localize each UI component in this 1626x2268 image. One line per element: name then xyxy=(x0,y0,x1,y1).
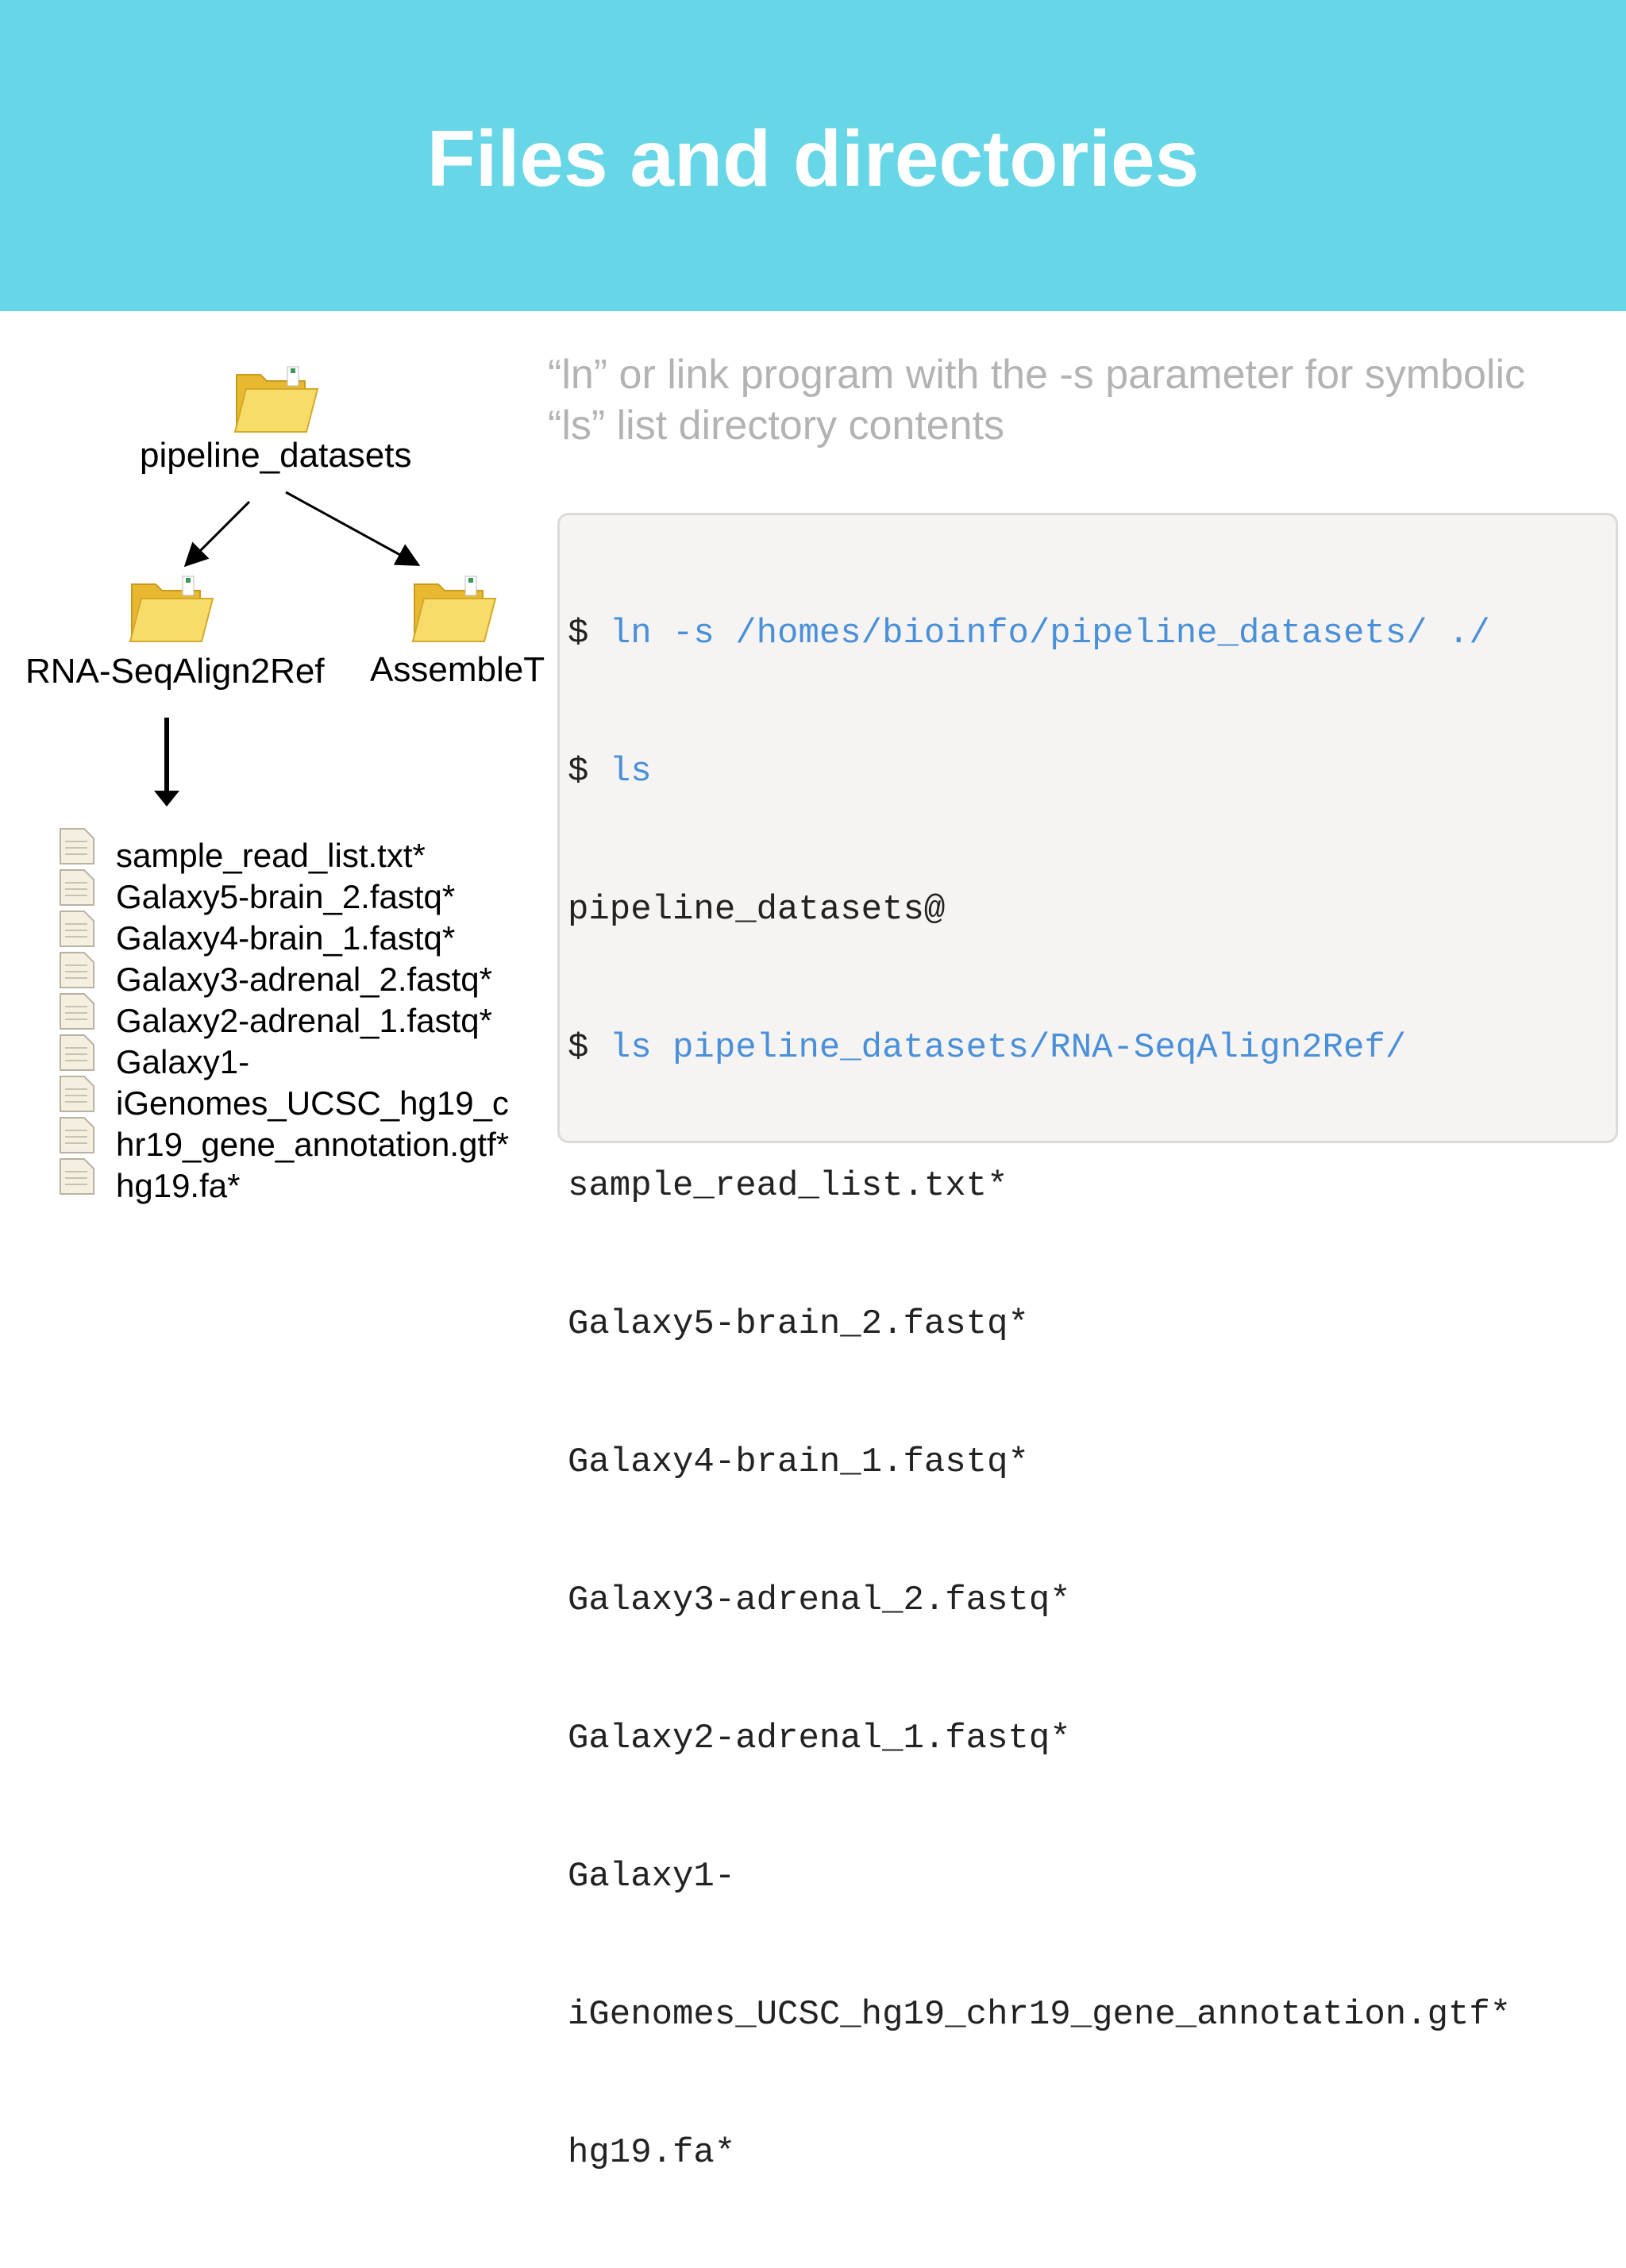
slide-title: Files and directories xyxy=(426,114,1200,203)
arrow-to-files-head xyxy=(154,791,179,807)
command: ln -s /homes/bioinfo/pipeline_datasets/ … xyxy=(609,614,1490,653)
arrow-to-assemble xyxy=(285,491,421,566)
prompt: $ xyxy=(568,614,610,653)
terminal-line: Galaxy1- xyxy=(568,1854,1511,1900)
document-icon xyxy=(60,993,94,1030)
prompt: $ xyxy=(568,1028,610,1068)
output: pipeline_datasets@ xyxy=(568,890,946,930)
terminal-line: hg19.fa* xyxy=(568,2130,1511,2176)
command: ls pipeline_datasets/RNA-SeqAlign2Ref/ xyxy=(609,1028,1407,1068)
file-item: Galaxy1- xyxy=(116,1043,250,1080)
header-banner xyxy=(0,0,1626,311)
file-icon-column xyxy=(57,827,98,1199)
arrow-to-rna xyxy=(183,500,251,568)
tree-child-rna: RNA-SeqAlign2Ref xyxy=(25,652,325,691)
file-item: Galaxy4-brain_1.fastq* xyxy=(116,919,456,957)
terminal-line: $ ln -s /homes/bioinfo/pipeline_datasets… xyxy=(568,610,1511,657)
output: Galaxy3-adrenal_2.fastq* xyxy=(568,1581,1071,1620)
file-item: Galaxy3-adrenal_2.fastq* xyxy=(116,961,492,998)
document-icon xyxy=(60,869,94,906)
output: iGenomes_UCSC_hg19_chr19_gene_annotation… xyxy=(568,1995,1512,2035)
terminal-line: Galaxy4-brain_1.fastq* xyxy=(568,1439,1511,1485)
terminal-line: $ ls pipeline_datasets/RNA-SeqAlign2Ref/ xyxy=(568,1025,1511,1071)
terminal-line: pipeline_datasets@ xyxy=(568,887,1511,933)
terminal-line: iGenomes_UCSC_hg19_chr19_gene_annotation… xyxy=(568,1992,1511,2038)
tree-root-label: pipeline_datasets xyxy=(140,436,412,475)
terminal-line: Galaxy2-adrenal_1.fastq* xyxy=(568,1715,1511,1762)
output: Galaxy1- xyxy=(568,1857,736,1896)
document-icon xyxy=(60,828,94,864)
terminal-line: Galaxy5-brain_2.fastq* xyxy=(568,1301,1511,1347)
terminal-panel: $ ln -s /homes/bioinfo/pipeline_datasets… xyxy=(557,513,1618,2173)
document-icon xyxy=(60,952,94,988)
output: sample_read_list.txt* xyxy=(568,1166,1008,1206)
terminal-line: $ ls xyxy=(568,749,1511,795)
output: Galaxy2-adrenal_1.fastq* xyxy=(568,1719,1071,1758)
folder-icon xyxy=(129,576,214,642)
file-list: sample_read_list.txt* Galaxy5-brain_2.fa… xyxy=(116,835,545,1207)
file-item: sample_read_list.txt* xyxy=(116,837,426,874)
tree-arrows xyxy=(154,491,421,807)
document-icon xyxy=(60,1117,94,1153)
tree-child-assemble: AssembleT xyxy=(370,650,545,689)
document-icon xyxy=(60,911,94,947)
prompt: $ xyxy=(568,752,610,791)
file-item: hg19.fa* xyxy=(116,1167,241,1204)
document-icon xyxy=(60,1034,94,1071)
document-icon xyxy=(60,1158,94,1195)
note-ls: “ls” list directory contents xyxy=(548,402,1005,449)
note-ln: “ln” or link program with the -s paramet… xyxy=(548,352,1526,398)
file-item: hr19_gene_annotation.gtf* xyxy=(116,1126,510,1163)
folder-icon xyxy=(233,366,319,433)
command: ls xyxy=(609,752,652,791)
document-icon xyxy=(60,1076,94,1112)
terminal-lines: $ ln -s /homes/bioinfo/pipeline_datasets… xyxy=(568,518,1511,2268)
output: Galaxy4-brain_1.fastq* xyxy=(568,1442,1029,1482)
file-item: Galaxy5-brain_2.fastq* xyxy=(116,878,456,915)
folder-icon xyxy=(411,576,497,642)
file-item: iGenomes_UCSC_hg19_c xyxy=(116,1084,509,1122)
terminal-line: Galaxy3-adrenal_2.fastq* xyxy=(568,1577,1511,1623)
terminal-line: sample_read_list.txt* xyxy=(568,1163,1511,1209)
output: hg19.fa* xyxy=(568,2133,736,2173)
output: Galaxy5-brain_2.fastq* xyxy=(568,1304,1029,1344)
file-item: Galaxy2-adrenal_1.fastq* xyxy=(116,1002,492,1039)
